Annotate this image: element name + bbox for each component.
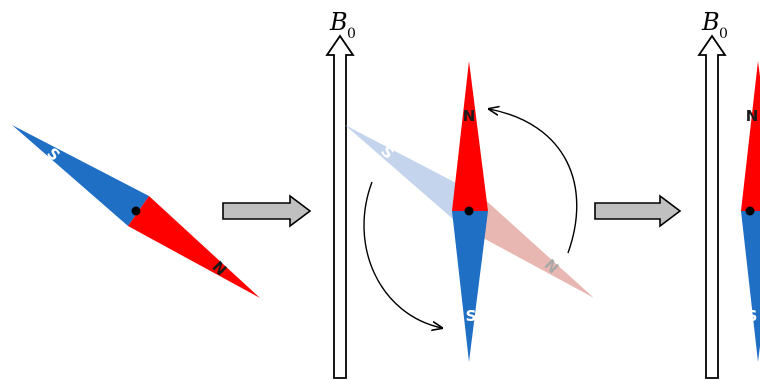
needle-pivot <box>745 206 755 216</box>
curved-arrow-icon <box>489 109 578 254</box>
field-b0-panel-3: B 0 <box>697 8 728 379</box>
needle-north-half <box>128 196 260 298</box>
curved-arrow-icon <box>363 181 442 328</box>
needle-pivot <box>131 206 141 216</box>
compass-needle-final: N S <box>741 61 760 362</box>
needle-south-half <box>12 125 149 226</box>
field-label-subscript: 0 <box>719 26 728 42</box>
needle-pivot <box>464 206 474 216</box>
compass-needle-initial: S N <box>12 125 260 298</box>
final-north-half <box>741 61 760 211</box>
field-b0-panel-2: B 0 <box>325 8 356 379</box>
aligned-north-half <box>452 61 488 211</box>
aligned-south-half <box>452 211 488 362</box>
ghost-north-half <box>461 196 594 298</box>
compass-needle-ghost: S N <box>345 125 594 298</box>
right-arrow-icon <box>594 194 682 228</box>
final-north-label: N <box>746 107 759 125</box>
compass-needle-aligned: N S <box>452 61 488 362</box>
final-south-label: S <box>747 307 758 325</box>
field-label: B <box>701 8 720 36</box>
field-label-subscript: 0 <box>347 26 356 42</box>
ghost-south-half <box>345 125 481 226</box>
aligned-south-label: S <box>466 307 477 325</box>
aligned-north-label: N <box>463 107 476 125</box>
final-south-half <box>741 211 760 362</box>
field-label: B <box>329 8 348 36</box>
up-arrow-icon <box>325 34 355 379</box>
up-arrow-icon <box>697 34 727 379</box>
right-arrow-icon <box>222 194 312 228</box>
